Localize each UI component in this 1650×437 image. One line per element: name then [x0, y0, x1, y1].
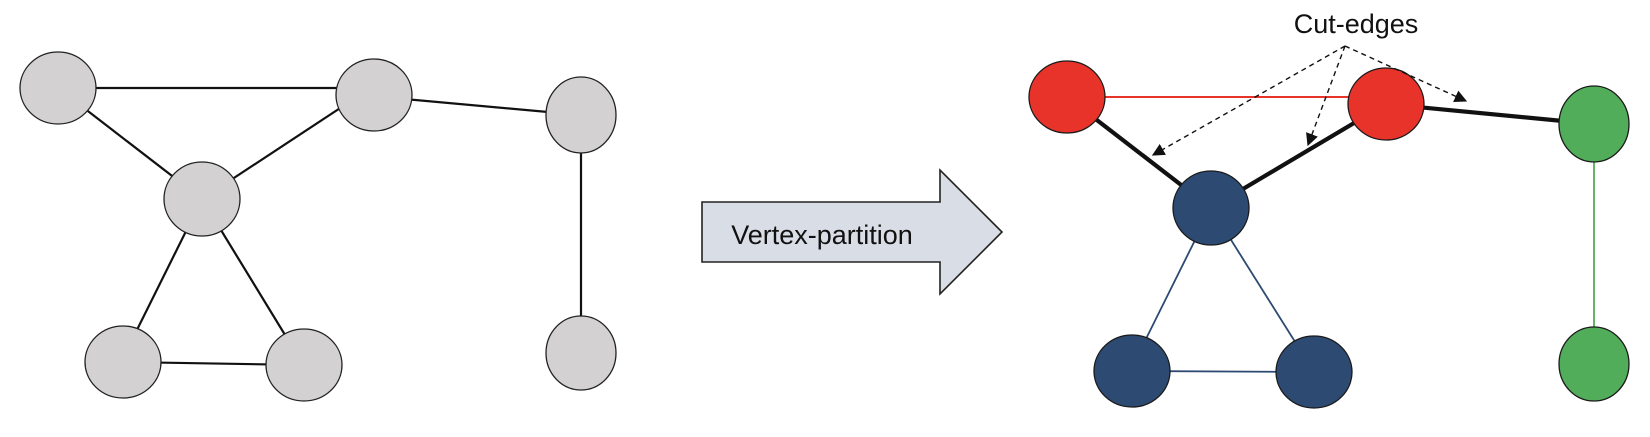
graph-node-blue	[1275, 335, 1353, 409]
graph-node-red	[1347, 67, 1425, 141]
partitioned-graph	[1028, 60, 1630, 409]
graph-node-green	[1558, 326, 1630, 402]
cut-edges-annotation: Cut-edges	[1151, 9, 1468, 156]
graph-node	[84, 325, 162, 399]
graph-node-red	[1028, 60, 1106, 134]
arrow-label: Vertex-partition	[731, 220, 913, 250]
pointer-arrow	[1344, 45, 1468, 103]
graph-node-blue	[1093, 334, 1171, 408]
original-nodes	[19, 51, 617, 402]
graph-node-green	[1558, 85, 1630, 163]
graph-node	[335, 58, 413, 132]
annotation-pointers	[1151, 45, 1468, 156]
original-graph	[19, 51, 617, 402]
graph-node	[265, 328, 343, 402]
graph-node-blue	[1172, 170, 1250, 246]
partition-arrow: Vertex-partition	[701, 168, 1004, 296]
original-edges	[57, 86, 583, 367]
graph-node	[163, 161, 241, 237]
graph-node	[545, 76, 617, 154]
pointer-arrow	[1151, 45, 1346, 156]
annotation-label: Cut-edges	[1294, 9, 1419, 39]
block-arrow-shape	[701, 168, 1004, 296]
graph-node	[19, 51, 97, 125]
graph-node	[545, 315, 617, 391]
partition-nodes	[1028, 60, 1630, 409]
cut-edges	[1065, 95, 1595, 210]
